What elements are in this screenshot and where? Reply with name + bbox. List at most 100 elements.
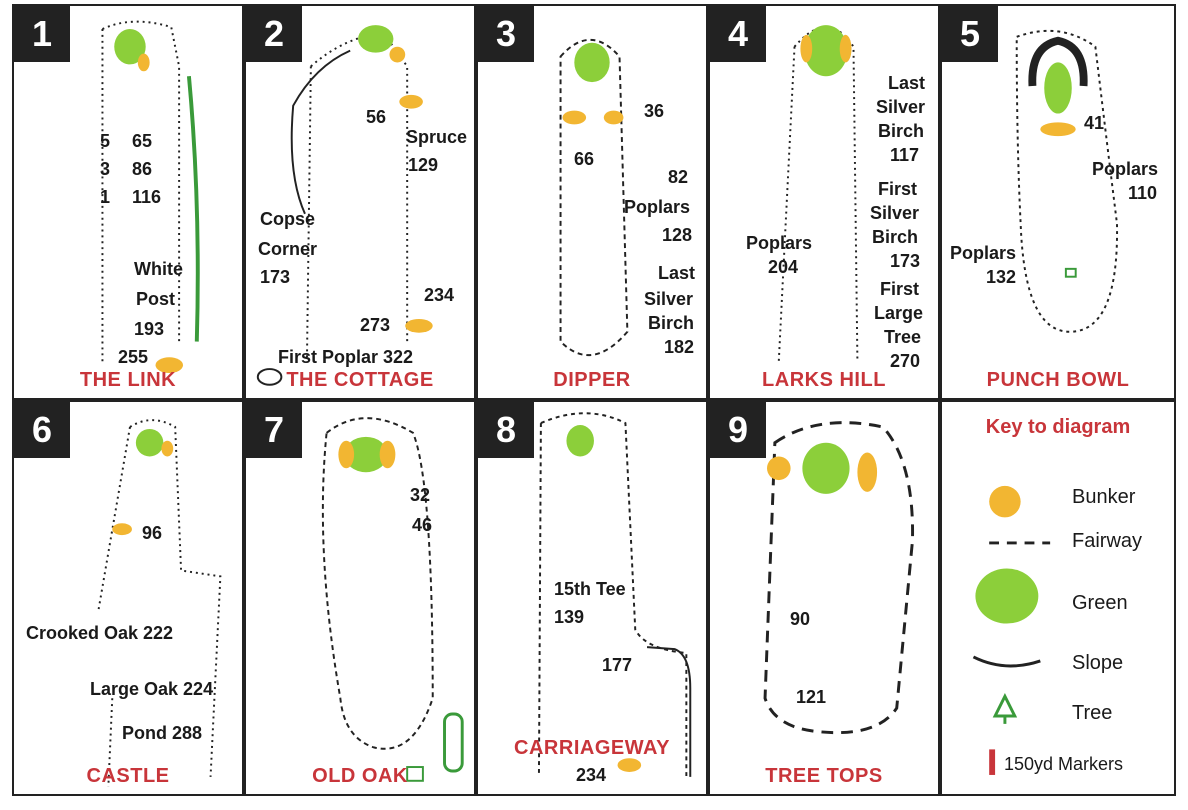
hole-1-label: 255 (118, 347, 149, 367)
hole-1-number: 1 (14, 6, 70, 62)
hole-1-label: Post (136, 289, 176, 309)
hole-8-drawing (537, 412, 692, 777)
hole-1-label: 1 (100, 187, 111, 207)
hole-7-name: OLD OAK (312, 765, 408, 787)
hole-4-label: 204 (768, 257, 799, 277)
hole-3-label: 182 (664, 337, 695, 357)
hole-8-label: 177 (602, 655, 633, 675)
hole-4-label: Silver (876, 97, 926, 117)
hole-3-label: Birch (648, 313, 695, 333)
hole-3-drawing (559, 39, 629, 357)
key-title: Key to diagram (985, 416, 1131, 438)
hole-9-number: 9 (710, 402, 766, 458)
hole-1-drawing (101, 20, 200, 373)
hole-3-panel: 3 36 66 82 Poplars 128 Last Silver Birch… (476, 4, 708, 400)
hole-5-label: 41 (1084, 113, 1105, 133)
hole-8-label: 139 (554, 607, 585, 627)
hole-4-label: 117 (890, 145, 920, 165)
hole-4-label: First (880, 279, 920, 299)
hole-1-name: THE LINK (79, 369, 177, 391)
hole-4-label: 270 (890, 351, 921, 371)
hole-2-label: Spruce (406, 127, 468, 147)
hole-4-label: Birch (878, 121, 925, 141)
hole-4-label: Last (888, 73, 926, 93)
hole-3-label: 128 (662, 225, 693, 245)
hole-9-panel: 9 90 121 TREE TOPS (708, 400, 940, 796)
hole-3-label: 82 (668, 167, 689, 187)
key-markers-label: 150yd Markers (1004, 754, 1124, 774)
hole-1-label: 193 (134, 319, 165, 339)
hole-2-label: Copse (260, 209, 316, 229)
hole-8-label: 234 (576, 765, 607, 785)
hole-8-name: CARRIAGEWAY (514, 737, 670, 759)
hole-7-number: 7 (246, 402, 302, 458)
hole-4-number: 4 (710, 6, 766, 62)
hole-7-panel: 7 32 46 OLD OAK (244, 400, 476, 796)
hole-4-label: Silver (870, 203, 920, 223)
hole-9-label: 90 (790, 609, 811, 629)
hole-5-drawing (1015, 29, 1118, 333)
hole-5-label: Poplars (1092, 159, 1159, 179)
hole-4-drawing (777, 25, 859, 362)
hole-2-label: 56 (366, 107, 387, 127)
hole-7-drawing (321, 417, 464, 782)
hole-8-panel: 8 15th Tee 139 177 234 CARRIAGEWAY (476, 400, 708, 796)
marker-symbol (989, 749, 996, 775)
hole-2-name: THE COTTAGE (286, 369, 434, 391)
hole-1-label: White (134, 259, 183, 279)
hole-2-number: 2 (246, 6, 302, 62)
hole-1-label: 65 (132, 131, 153, 151)
slope-symbol (972, 655, 1041, 668)
hole-4-label: Large (874, 303, 924, 323)
key-symbols (972, 485, 1051, 775)
hole-6-label: 96 (142, 523, 163, 543)
hole-3-label: Last (658, 263, 696, 283)
hole-9-drawing (763, 421, 915, 735)
hole-3-label: Silver (644, 289, 694, 309)
hole-2-label: 273 (360, 315, 391, 335)
hole-9-label: 121 (796, 687, 827, 707)
hole-4-label: Birch (872, 227, 919, 247)
hole-1-label: 3 (100, 159, 111, 179)
hole-6-label: Large Oak 224 (90, 679, 214, 699)
hole-6-number: 6 (14, 402, 70, 458)
hole-4-label: Poplars (746, 233, 813, 253)
hole-3-number: 3 (478, 6, 534, 62)
hole-5-name: PUNCH BOWL (986, 369, 1130, 391)
key-slope-label: Slope (1072, 652, 1124, 674)
bunker-symbol (989, 485, 1021, 518)
hole-8-label: 15th Tee (554, 579, 626, 599)
hole-3-name: DIPPER (553, 369, 631, 391)
hole-3-label: Poplars (624, 197, 691, 217)
hole-3-label: 36 (644, 101, 665, 121)
hole-6-name: CASTLE (86, 765, 170, 787)
hole-1-label: 5 (100, 131, 111, 151)
hole-7-label: 32 (410, 485, 431, 505)
hole-2-label: 173 (260, 267, 291, 287)
hole-3-label: 66 (574, 149, 595, 169)
hole-1-label: 116 (132, 187, 162, 207)
hole-6-panel: 6 96 Crooked Oak 222 Large Oak 224 Pond … (12, 400, 244, 796)
hole-6-drawing (97, 419, 222, 787)
hole-4-label: Tree (884, 327, 922, 347)
key-fairway-label: Fairway (1072, 530, 1143, 552)
hole-4-label: 173 (890, 251, 921, 271)
hole-6-label: Pond 288 (122, 723, 203, 743)
hole-2-drawing (256, 25, 433, 386)
hole-2-label: 234 (424, 285, 455, 305)
tree-symbol (992, 693, 1018, 724)
hole-4-name: LARKS HILL (762, 369, 886, 391)
hole-1-label: 86 (132, 159, 153, 179)
hole-5-label: 110 (1128, 183, 1158, 203)
hole-4-label: First (878, 179, 918, 199)
green-symbol (975, 568, 1039, 624)
hole-2-label: 129 (408, 155, 439, 175)
hole-5-label: Poplars (950, 243, 1017, 263)
hole-8-number: 8 (478, 402, 534, 458)
hole-1-panel: 1 5 3 1 65 86 116 White Post 193 255 THE… (12, 4, 244, 400)
key-green-label: Green (1072, 592, 1128, 614)
hole-2-label: First Poplar 322 (278, 347, 414, 367)
hole-6-label: Crooked Oak 222 (26, 623, 174, 643)
key-panel: Key to diagram Bunker Fairway Green Slop… (940, 400, 1176, 796)
